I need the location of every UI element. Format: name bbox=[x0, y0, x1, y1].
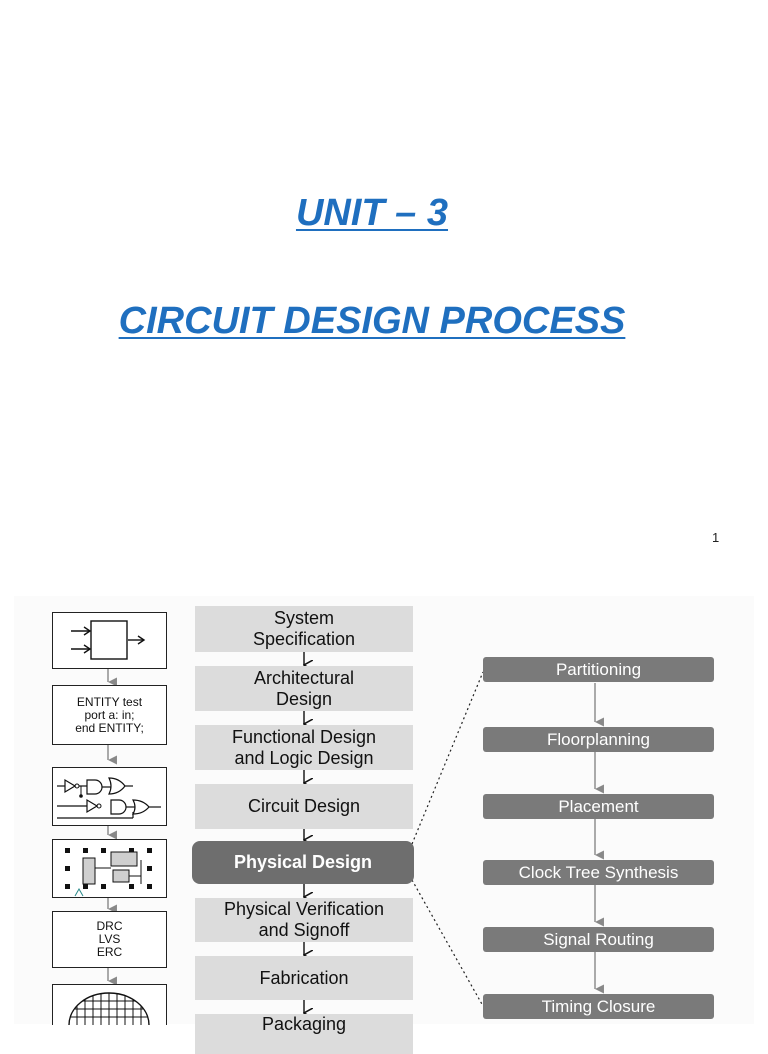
pd-step-timing-closure: Timing Closure bbox=[483, 994, 714, 1019]
page-title: CIRCUIT DESIGN PROCESS bbox=[118, 300, 626, 342]
step-label: Architectural bbox=[253, 667, 355, 688]
flow-connectors bbox=[107, 652, 604, 1024]
step-label: and Signoff bbox=[258, 920, 350, 940]
step-circuit-design: Circuit Design bbox=[195, 784, 413, 829]
page-number: 1 bbox=[712, 530, 720, 545]
step-label: Specification bbox=[252, 629, 356, 649]
expansion-line-bottom bbox=[411, 879, 484, 1007]
step-fabrication: Fabrication bbox=[195, 956, 413, 1000]
step-label: Packaging bbox=[261, 1014, 347, 1034]
check-label: DRC bbox=[96, 919, 123, 933]
step-label: and Logic Design bbox=[234, 747, 374, 768]
step-label: Circuit Design bbox=[247, 796, 361, 816]
wafer-icon bbox=[52, 984, 167, 1054]
step-label: Physical Verification bbox=[223, 899, 385, 919]
layout-icon bbox=[52, 839, 167, 898]
logic-gates-icon bbox=[52, 767, 167, 826]
step-label: Physical Design bbox=[233, 852, 373, 872]
step-label: System bbox=[273, 608, 334, 628]
pd-step-signal-routing: Signal Routing bbox=[483, 927, 714, 952]
unit-title: UNIT – 3 bbox=[295, 192, 449, 234]
step-architectural-design: Architectural Design bbox=[195, 666, 413, 711]
design-flow-diagram: System Specification Architectural Desig… bbox=[14, 596, 754, 1054]
pd-step-placement: Placement bbox=[483, 794, 714, 819]
hdl-code-line: end ENTITY; bbox=[75, 720, 144, 735]
step-label: Design bbox=[275, 688, 333, 709]
hdl-code-line: port a: in; bbox=[84, 707, 135, 722]
hdl-code-box: ENTITY test port a: in; end ENTITY; bbox=[52, 685, 167, 745]
step-physical-design: Physical Design bbox=[192, 841, 414, 884]
hdl-code-line: ENTITY test bbox=[76, 694, 143, 709]
verification-checks-box: DRC LVS ERC bbox=[52, 911, 167, 968]
check-label: ERC bbox=[96, 945, 123, 959]
pd-step-clock-tree-synthesis: Clock Tree Synthesis bbox=[483, 860, 714, 885]
step-physical-verification-signoff: Physical Verification and Signoff bbox=[195, 898, 413, 942]
pd-step-partitioning: Partitioning bbox=[483, 657, 714, 682]
step-label: Fabrication bbox=[259, 967, 349, 988]
step-system-specification: System Specification bbox=[195, 606, 413, 652]
block-diagram-icon bbox=[52, 612, 167, 669]
pd-step-floorplanning: Floorplanning bbox=[483, 727, 714, 752]
check-label: LVS bbox=[98, 932, 121, 946]
step-label: Functional Design bbox=[231, 726, 377, 747]
expansion-line-top bbox=[411, 671, 484, 845]
step-packaging: Packaging bbox=[195, 1014, 413, 1054]
step-functional-logic-design: Functional Design and Logic Design bbox=[195, 725, 413, 770]
